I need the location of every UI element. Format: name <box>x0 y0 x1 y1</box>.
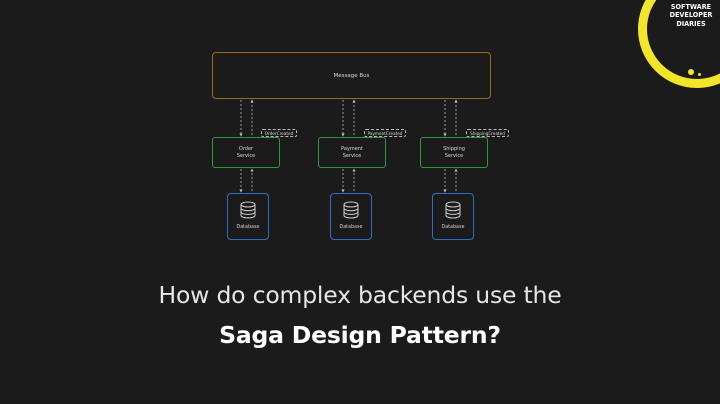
logo-line: DIARIES <box>676 18 706 28</box>
service-label-line1: Shipping <box>443 146 465 152</box>
event-tag-order: OrderCreated <box>261 129 297 137</box>
order-database-box: Database <box>227 193 269 240</box>
database-icon <box>445 201 461 219</box>
database-label: Database <box>236 225 260 230</box>
service-label-line2: Service <box>342 152 362 159</box>
service-label-line2: Service <box>444 152 464 159</box>
service-label-line1: Order <box>238 146 254 152</box>
logo-text: SOFTWARE DEVELOPER DIARIES <box>668 2 714 28</box>
service-label-line1: Payment <box>341 146 363 152</box>
logo-line: SOFTWARE <box>670 2 712 11</box>
event-tag-payment: PaymentCreated <box>364 129 406 137</box>
payment-service-box: Payment Service <box>318 137 386 168</box>
headline-line-2: Saga Design Pattern? <box>219 321 501 349</box>
payment-database-box: Database <box>330 193 372 240</box>
database-label: Database <box>441 225 465 230</box>
logo-line: DEVELOPER <box>669 10 713 20</box>
database-icon <box>240 201 256 219</box>
database-label: Database <box>339 225 363 230</box>
message-bus-box: Message Bus <box>212 52 491 99</box>
database-icon <box>343 201 359 219</box>
service-label-line2: Service <box>236 152 256 159</box>
message-bus-label: Message Bus <box>333 72 370 79</box>
shipping-database-box: Database <box>432 193 474 240</box>
shipping-service-box: Shipping Service <box>420 137 488 168</box>
order-service-box: Order Service <box>212 137 280 168</box>
logo-ring <box>638 0 720 88</box>
headline-line-1: How do complex backends use the <box>158 281 562 309</box>
event-tag-shipping: ShippingCreated <box>466 129 509 137</box>
logo-dot <box>688 69 694 75</box>
logo-dot <box>698 73 701 76</box>
